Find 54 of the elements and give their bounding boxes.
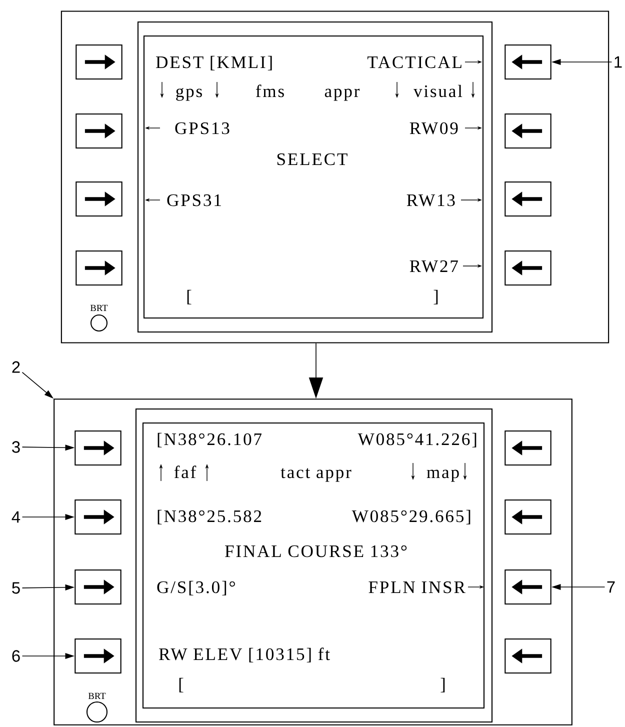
key-button <box>504 250 552 286</box>
key-button <box>76 250 122 286</box>
screen-text: faf <box>174 466 196 478</box>
screen-text: SELECT <box>277 153 348 166</box>
display-panel <box>54 398 572 726</box>
key-button <box>504 499 552 535</box>
callout-number: 4 <box>12 511 20 523</box>
screen-text: W085°41.226] <box>358 432 476 448</box>
callout-number: 2 <box>12 361 20 373</box>
key-button <box>74 638 122 674</box>
screen-text: GPS13 <box>175 122 230 134</box>
key-button <box>76 182 122 217</box>
key-button <box>74 499 122 535</box>
screen-text: [N38°25.582 <box>158 510 262 524</box>
screen-text: FINAL COURSE 133° <box>225 545 407 558</box>
key-button <box>504 569 552 605</box>
screen-text: RW13 <box>406 194 455 206</box>
screen-text: GPS31 <box>167 194 221 206</box>
display-panel <box>60 10 610 344</box>
screen-text: RW ELEV [10315] ft <box>159 648 330 662</box>
screen-text: TACTICAL <box>367 56 462 68</box>
callout-number: 1 <box>614 56 622 68</box>
screen-text: RW09 <box>410 122 458 134</box>
screen-text: tact appr <box>280 468 352 482</box>
screen-text: G/S[3.0]° <box>157 580 235 596</box>
screen-text: [N38°26.107 <box>158 432 262 448</box>
screen-text: visual <box>414 84 462 98</box>
key-button <box>504 638 552 674</box>
screen-text: DEST [KMLI] <box>156 56 272 70</box>
callout-number: 5 <box>12 582 20 594</box>
key-button <box>504 182 552 217</box>
screen-text: [ <box>179 678 184 692</box>
screen-text: map <box>426 470 459 482</box>
key-button <box>74 430 122 466</box>
screen-text: gps <box>176 88 202 101</box>
key-button <box>74 569 122 605</box>
key-button <box>504 430 552 466</box>
screen-text: ] <box>440 678 445 692</box>
callout-number: 7 <box>607 581 615 593</box>
key-button <box>504 114 552 149</box>
screen-text: appr <box>324 88 360 101</box>
knob-label: BRT <box>90 304 108 312</box>
key-button <box>76 44 122 80</box>
screen-text: [ <box>187 290 192 304</box>
screen-text: FPLN INSR <box>368 581 466 594</box>
screen-text: ] <box>434 290 438 304</box>
callout-number: 6 <box>12 650 20 662</box>
key-button <box>76 114 122 149</box>
screen-text: RW27 <box>410 260 458 272</box>
key-button <box>504 44 552 80</box>
callout-number: 3 <box>12 441 20 453</box>
knob-label: BRT <box>88 692 106 700</box>
screen-text: fms <box>256 84 284 98</box>
screen-text: W085°29.665] <box>352 510 470 524</box>
